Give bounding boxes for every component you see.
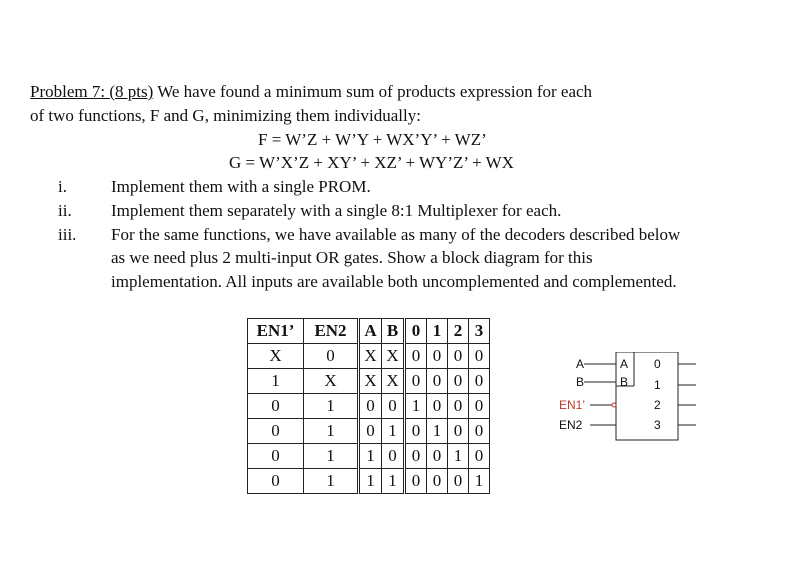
problem-intro-line1: Problem 7: (8 pts) We have found a minim… (30, 82, 592, 102)
item-text: implementation. All inputs are available… (111, 272, 677, 291)
table-cell: 0 (447, 468, 469, 494)
table-cell: 0 (426, 443, 448, 469)
item-number: iii. (58, 225, 77, 244)
column-header: 0 (403, 318, 427, 344)
output-label-3: 3 (654, 418, 661, 432)
table-cell: 0 (247, 393, 304, 419)
table-cell: 0 (357, 393, 382, 419)
inversion-bubble-icon (611, 402, 617, 408)
table-cell: 0 (403, 368, 427, 394)
input-label-a: A (576, 357, 585, 371)
decoder-block-diagram: A B EN1’ EN2 A B 0 1 2 3 (556, 352, 696, 442)
table-cell: 0 (247, 443, 304, 469)
table-cell: 0 (426, 468, 448, 494)
table-cell: 0 (357, 418, 382, 444)
table-cell: 0 (447, 368, 469, 394)
table-cell: X (303, 368, 359, 394)
item-number: i. (58, 177, 67, 196)
column-header: 2 (447, 318, 469, 344)
table-cell: 0 (403, 468, 427, 494)
table-cell: 0 (468, 443, 490, 469)
table-cell: 1 (381, 468, 405, 494)
table-cell: 0 (403, 443, 427, 469)
table-cell: 1 (357, 468, 382, 494)
table-cell: 0 (468, 343, 490, 369)
output-label-0: 0 (654, 357, 661, 371)
input-label-en1: EN1’ (559, 398, 586, 412)
table-row: 0 1 1 0 0 0 1 0 (247, 443, 490, 469)
table-row: 0 1 1 1 0 0 0 1 (247, 468, 490, 494)
table-cell: 0 (468, 393, 490, 419)
table-cell: 0 (426, 343, 448, 369)
table-cell: 1 (357, 443, 382, 469)
item-text: Implement them with a single PROM. (111, 177, 371, 196)
table-cell: 1 (303, 468, 359, 494)
table-row: X 0 X X 0 0 0 0 (247, 343, 490, 369)
column-header: EN2 (303, 318, 359, 344)
table-cell: 0 (247, 418, 304, 444)
table-cell: X (357, 368, 382, 394)
decoder-truth-table: EN1’ EN2 A B 0 1 2 3 X 0 X X 0 0 0 0 1 X… (247, 318, 490, 494)
problem-intro-line2: of two functions, F and G, minimizing th… (30, 106, 421, 125)
output-label-2: 2 (654, 398, 661, 412)
item-text: as we need plus 2 multi-input OR gates. … (111, 248, 593, 267)
table-cell: 1 (447, 443, 469, 469)
table-row: 0 1 0 1 0 1 0 0 (247, 418, 490, 444)
item-text: For the same functions, we have availabl… (111, 225, 681, 244)
table-cell: 1 (468, 468, 490, 494)
table-cell: 1 (403, 393, 427, 419)
decoder-symbol (584, 352, 696, 441)
table-cell: 0 (403, 343, 427, 369)
input-label-b: B (576, 375, 585, 389)
table-cell: X (381, 368, 405, 394)
table-cell: 0 (468, 418, 490, 444)
column-header: 3 (468, 318, 490, 344)
table-cell: X (381, 343, 405, 369)
column-header: 1 (426, 318, 448, 344)
item-text: Implement them separately with a single … (111, 201, 562, 220)
problem-label: Problem 7: (8 pts) (30, 82, 154, 101)
column-header: EN1’ (247, 318, 304, 344)
decoder-box (615, 352, 679, 441)
table-row: 1 X X X 0 0 0 0 (247, 368, 490, 394)
equation-g: G = W’X’Z + XY’ + XZ’ + WY’Z’ + WX (229, 153, 514, 172)
table-cell: 1 (303, 393, 359, 419)
table-cell: X (357, 343, 382, 369)
column-header: B (381, 318, 405, 344)
table-cell: 1 (303, 418, 359, 444)
column-header: A (357, 318, 382, 344)
table-cell: 1 (247, 368, 304, 394)
table-cell: 0 (447, 418, 469, 444)
table-cell: 0 (303, 343, 359, 369)
table-row: 0 1 0 0 1 0 0 0 (247, 393, 490, 419)
table-cell: 0 (447, 393, 469, 419)
table-cell: 0 (426, 368, 448, 394)
pin-label-a: A (620, 357, 629, 371)
table-cell: 1 (426, 418, 448, 444)
table-cell: 0 (403, 418, 427, 444)
table-cell: 0 (468, 368, 490, 394)
problem-intro-text: We have found a minimum sum of products … (157, 82, 593, 101)
table-header-row: EN1’ EN2 A B 0 1 2 3 (247, 318, 490, 344)
pin-label-b: B (620, 375, 629, 389)
table-cell: 0 (381, 443, 405, 469)
equation-f: F = W’Z + W’Y + WX’Y’ + WZ’ (258, 130, 487, 149)
table-cell: 0 (381, 393, 405, 419)
table-cell: X (247, 343, 304, 369)
table-cell: 1 (303, 443, 359, 469)
table-cell: 0 (447, 343, 469, 369)
item-number: ii. (58, 201, 72, 220)
table-cell: 1 (381, 418, 405, 444)
output-label-1: 1 (654, 378, 661, 392)
table-cell: 0 (247, 468, 304, 494)
table-cell: 0 (426, 393, 448, 419)
input-label-en2: EN2 (559, 418, 583, 432)
